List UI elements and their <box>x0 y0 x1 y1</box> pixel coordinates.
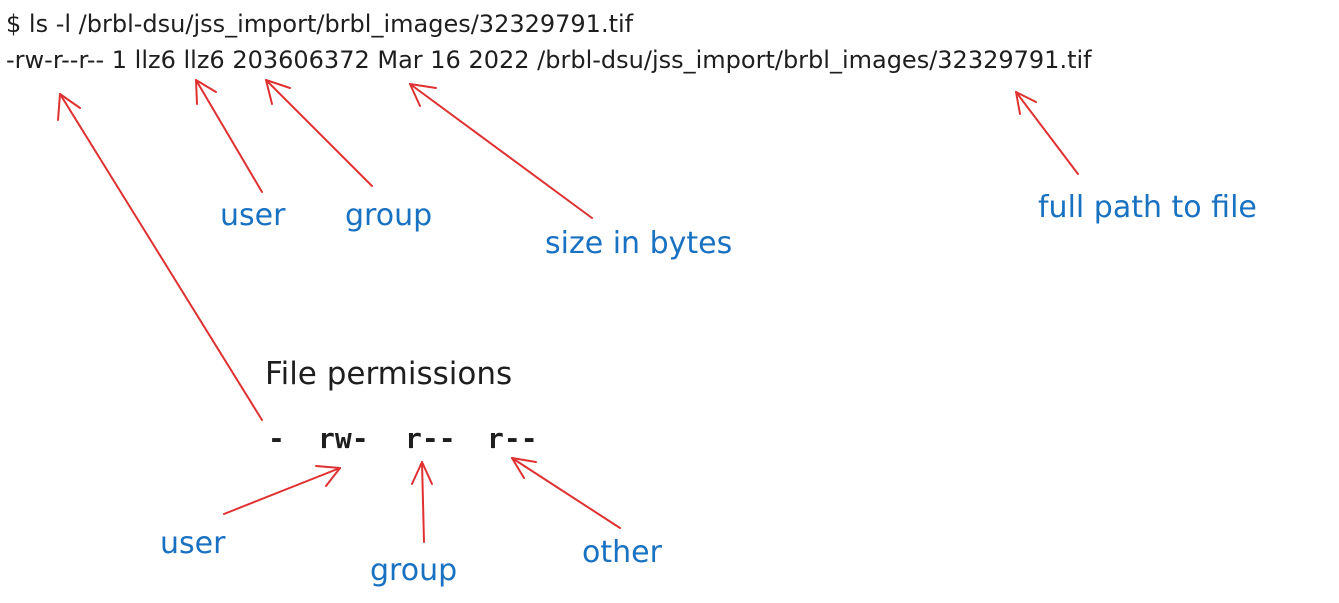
command-output: -rw-r--r-- 1 llz6 llz6 203606372 Mar 16 … <box>6 46 1092 74</box>
perm-type: - <box>268 422 285 455</box>
label-owner-group: group <box>345 198 433 233</box>
perm-user-bits: rw- <box>318 422 369 455</box>
permissions-title: File permissions <box>265 356 513 392</box>
arrow-to-group <box>265 79 373 187</box>
label-perm-user: user <box>160 526 226 561</box>
arrow-to-group-bits <box>411 461 433 543</box>
label-size-in-bytes: size in bytes <box>545 226 733 261</box>
label-perm-other: other <box>582 535 662 570</box>
arrow-to-user <box>195 79 263 193</box>
arrow-to-path <box>1015 91 1079 175</box>
perm-other-bits: r-- <box>487 422 538 455</box>
arrow-to-other-bits <box>511 457 621 529</box>
arrow-to-permissions <box>57 93 263 421</box>
label-full-path: full path to file <box>1038 190 1257 225</box>
label-perm-group: group <box>370 553 458 588</box>
arrow-to-size <box>409 83 593 219</box>
label-owner-user: user <box>220 198 286 233</box>
command-line: $ ls -l /brbl-dsu/jss_import/brbl_images… <box>6 10 634 38</box>
arrow-to-user-bits <box>223 465 341 515</box>
perm-group-bits: r-- <box>405 422 456 455</box>
